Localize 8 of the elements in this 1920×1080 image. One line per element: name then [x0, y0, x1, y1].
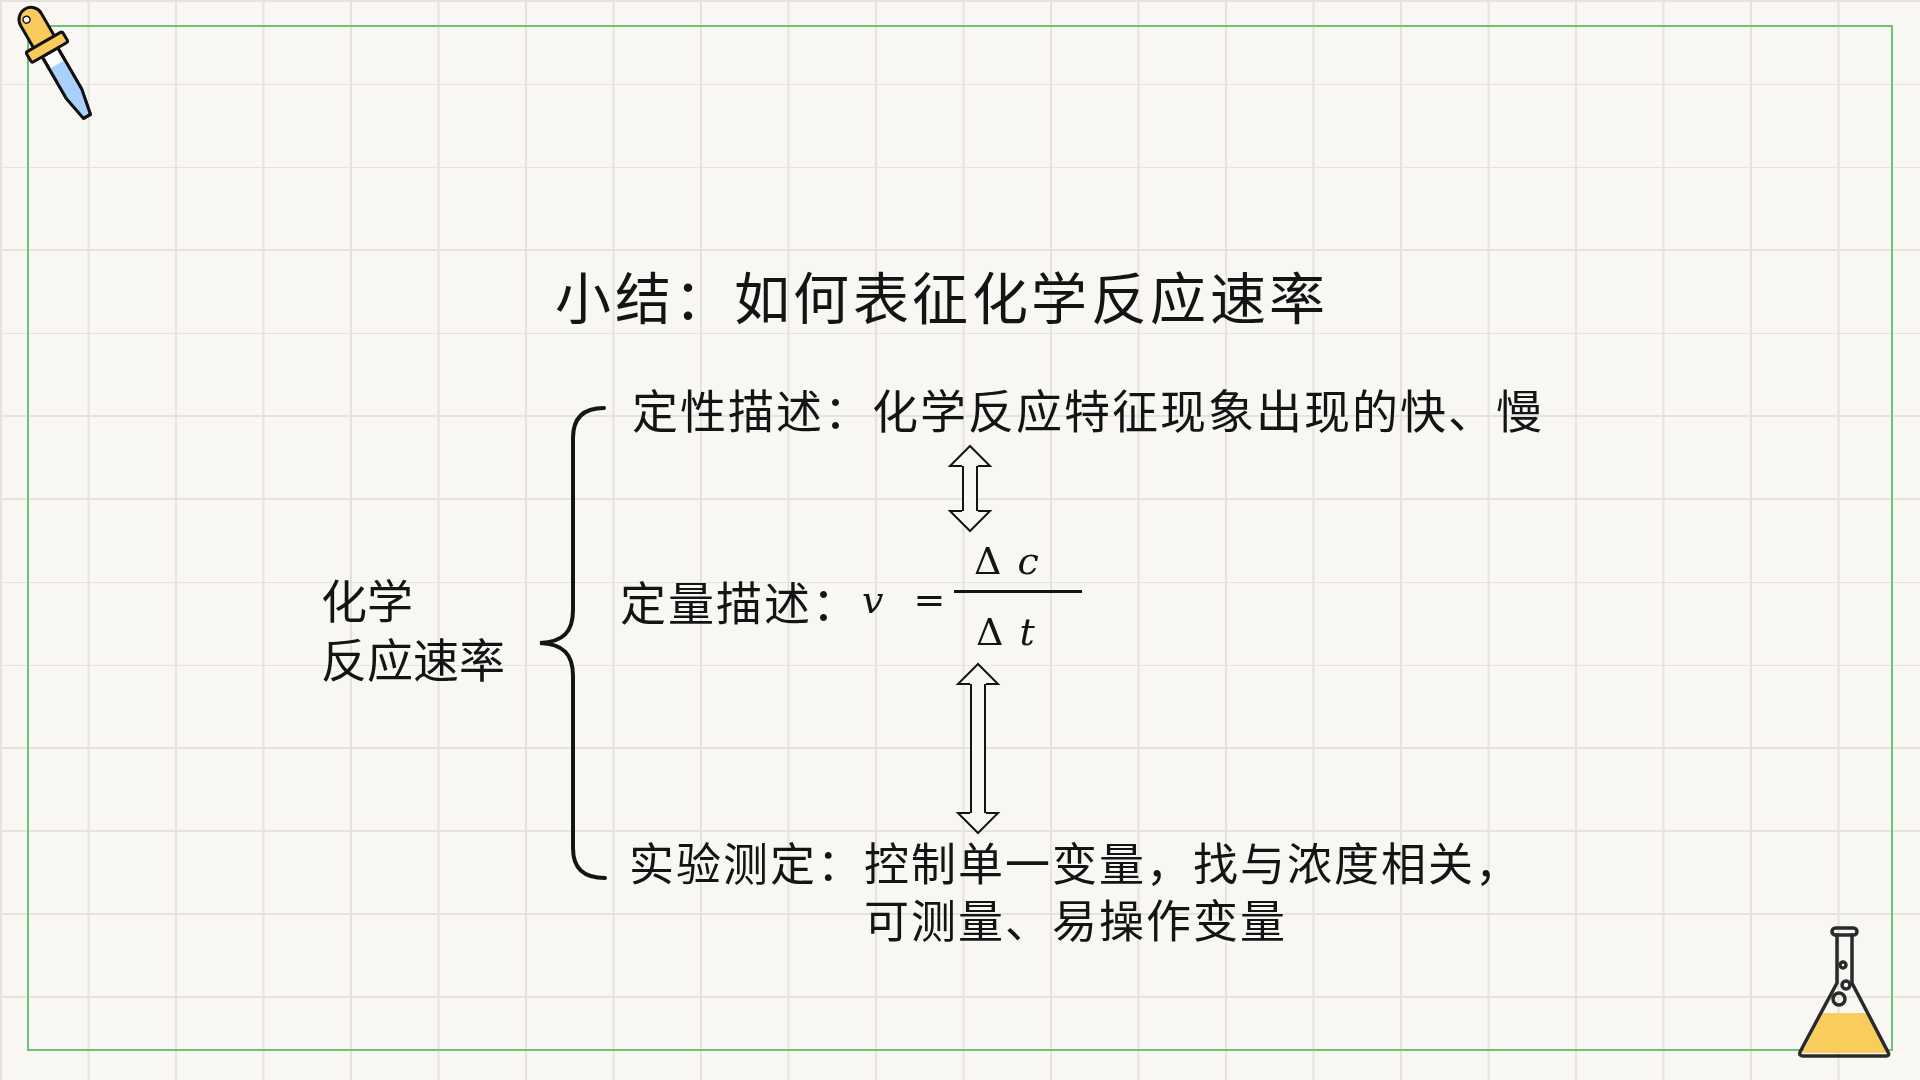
formula-text: v = — [862, 577, 946, 623]
description-text: 实验测定：控制单一变量，找与浓度相关，可测量、易操作变量 — [617, 837, 1533, 951]
numerator-text: Δ c — [974, 538, 1039, 584]
description-text: 定性描述：化学反应特征现象出现的快、慢 — [632, 382, 1544, 442]
description-label: 定量描述： — [620, 576, 860, 633]
title: 小结：如何表征化学反应速率 — [555, 266, 1329, 333]
topic-text: 化学反应速率 — [321, 574, 505, 690]
denominator-text: Δ t — [976, 609, 1035, 655]
